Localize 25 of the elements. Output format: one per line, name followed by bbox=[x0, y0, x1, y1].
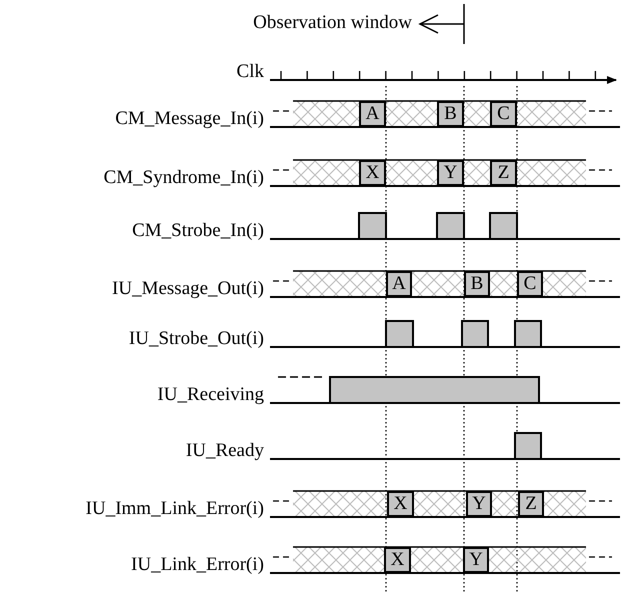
data-value-box: B bbox=[464, 271, 490, 297]
data-value-box: A bbox=[386, 271, 412, 297]
signal-name: IU_Message_Out(i) bbox=[112, 278, 264, 300]
signal-name: CM_Syndrome_In(i) bbox=[104, 167, 264, 189]
data-value-box: X bbox=[387, 491, 414, 517]
signal-name: IU_Receiving bbox=[157, 384, 264, 406]
data-value-box: X bbox=[384, 547, 411, 573]
data-value-box: Z bbox=[490, 160, 517, 186]
signal-name: CM_Message_In(i) bbox=[115, 108, 264, 130]
data-value-box: C bbox=[517, 271, 543, 297]
data-value-box: Y bbox=[437, 160, 464, 186]
data-value-box: Y bbox=[463, 547, 489, 573]
data-value-box: X bbox=[359, 160, 386, 186]
signal-name: CM_Strobe_In(i) bbox=[132, 220, 264, 242]
data-value-box: Y bbox=[466, 491, 492, 517]
signal-name: IU_Strobe_Out(i) bbox=[128, 328, 264, 350]
data-value-box: B bbox=[437, 101, 464, 127]
annotation-text: Observation window bbox=[253, 12, 412, 34]
data-value-box: C bbox=[490, 101, 517, 127]
data-value-box: Z bbox=[518, 491, 544, 517]
signal-name: IU_Ready bbox=[186, 440, 264, 462]
signal-name: IU_Imm_Link_Error(i) bbox=[86, 498, 264, 520]
signal-name: Clk bbox=[236, 61, 264, 83]
signal-name: IU_Link_Error(i) bbox=[131, 554, 264, 576]
data-value-box: A bbox=[359, 101, 386, 127]
